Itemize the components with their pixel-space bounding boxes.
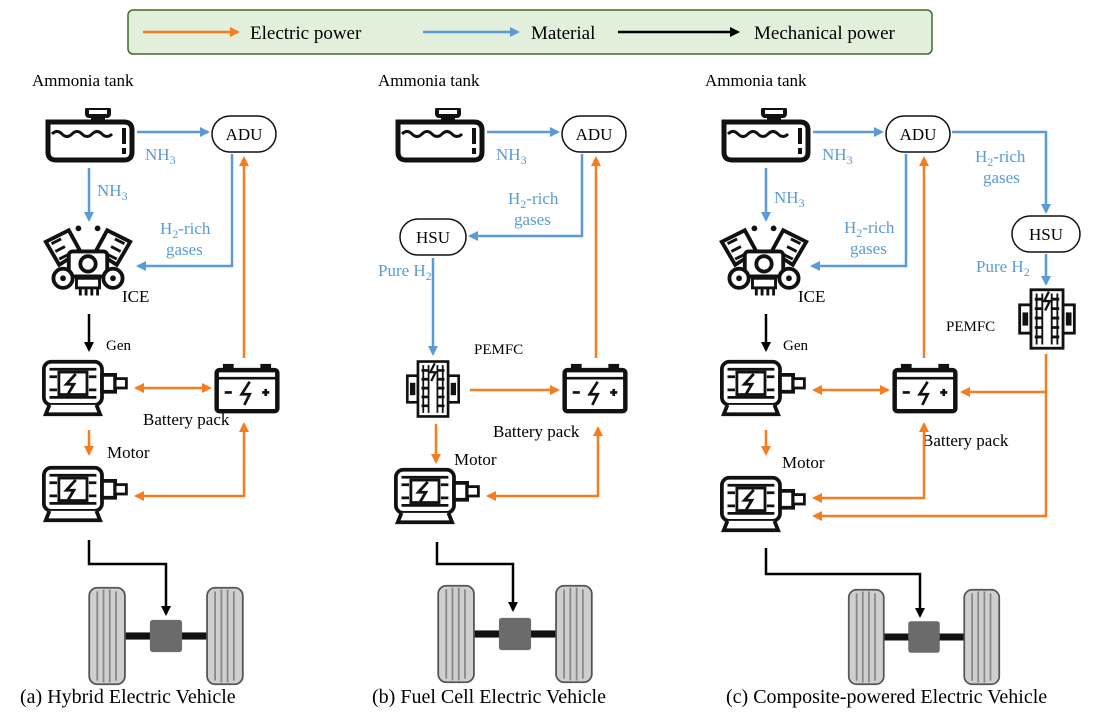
adu-label: ADU [226,125,263,144]
axle-wheels-icon [437,584,593,684]
nh3-label: NH3 [822,145,853,167]
battery-label: Battery pack [493,422,580,441]
legend-material-label: Material [531,23,595,44]
adu-label: ADU [900,125,937,144]
motor-battery-arrow [486,426,603,501]
gases-label: gases [850,239,887,258]
nh3-label: NH3 [496,145,527,167]
panel-b-fuel-cell: Ammonia tank ADU NH3 HSU H2-rich gases P… [372,71,626,708]
motor-label: Motor [782,453,825,472]
hsu-node [399,218,467,256]
caption-a: (a) Hybrid Electric Vehicle [20,686,236,708]
nh3-label: NH3 [145,145,176,167]
motor-battery-arrow [812,422,929,503]
tank-icon [724,108,808,160]
motor-battery-arrow [134,422,249,501]
tank-icon [398,108,482,160]
ice-label: ICE [798,287,825,306]
nh3-label: NH3 [97,181,128,203]
pemfc-to-motor-arrow [812,354,1048,521]
legend-mechanical-label: Mechanical power [754,23,896,44]
pemfc-label: PEMFC [946,319,995,335]
legend-box [127,9,933,55]
engine-icon [719,223,809,298]
ammonia-tank-label: Ammonia tank [32,71,134,90]
nh3-label: NH3 [774,188,805,210]
h2-rich-label: H2-rich [975,147,1026,169]
generator-icon [41,359,129,417]
battery-icon [217,364,278,411]
axle-wheels-icon [847,588,1001,686]
motor-to-axle-arrow [87,540,171,616]
gen-label: Gen [783,338,808,354]
h2-rich-to-ice-arrow [136,154,234,271]
gen-label: Gen [106,338,131,354]
h2-rich-to-hsu-arrow [952,130,1051,214]
electric-motor-icon [41,465,129,523]
hsu-node [1011,215,1081,253]
fuel-cell-icon [1018,288,1076,350]
panel-c-composite: Ammonia tank ADU NH3 NH3 ICE H2-rich gas… [705,71,1081,708]
ice-label: ICE [122,287,149,306]
h2-rich-label: H2-rich [160,219,211,241]
motor-to-axle-arrow [435,542,518,612]
adu-node [211,115,277,153]
caption-c: (c) Composite-powered Electric Vehicle [726,686,1047,708]
tank-icon [48,108,132,160]
battery-icon [565,364,626,411]
battery-icon [895,364,956,411]
panel-a-hybrid: Ammonia tank ADU NH3 NH3 ICE H2-rich gas… [20,71,277,708]
pure-h2-label: Pure H2 [378,261,432,283]
gases-label: gases [166,240,203,259]
legend-electric-label: Electric power [250,23,362,44]
h2-rich-to-ice-arrow [810,154,908,271]
gases-label: gases [514,210,551,229]
h2-rich-label: H2-rich [844,218,895,240]
ammonia-tank-label: Ammonia tank [705,71,807,90]
motor-to-axle-arrow [764,548,925,618]
pure-h2-label: Pure H2 [976,257,1030,279]
ammonia-tank-label: Ammonia tank [378,71,480,90]
electric-motor-icon [393,467,481,525]
legend: Electric power Material Mechanical power [127,9,933,55]
battery-label: Battery pack [143,410,230,429]
battery-label: Battery pack [922,431,1009,450]
engine-icon [43,223,133,298]
pemfc-label: PEMFC [474,342,523,358]
hsu-label: HSU [1029,225,1063,244]
hsu-label: HSU [416,228,450,247]
adu-node [561,115,627,153]
motor-label: Motor [454,450,497,469]
caption-b: (b) Fuel Cell Electric Vehicle [372,686,606,708]
motor-label: Motor [107,443,150,462]
electric-motor-icon [719,475,807,533]
fuel-cell-icon [405,360,461,418]
h2-rich-to-hsu-arrow [468,154,584,241]
adu-node [885,115,951,153]
gases-label: gases [983,168,1020,187]
adu-label: ADU [576,125,613,144]
generator-icon [719,359,807,417]
h2-rich-label: H2-rich [508,189,559,211]
